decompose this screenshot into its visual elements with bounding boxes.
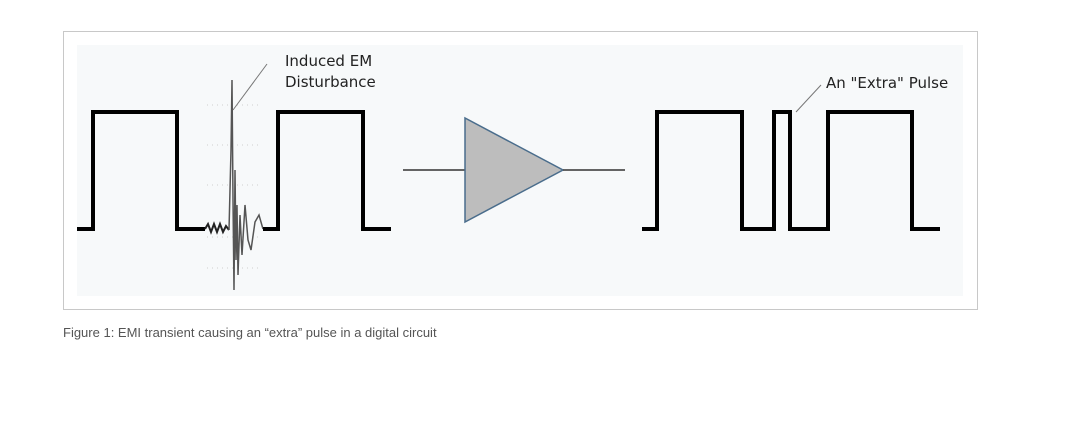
disturbance-label-line2: Disturbance xyxy=(285,73,376,91)
extra-pulse-leader-line xyxy=(795,84,822,113)
figure-caption: Figure 1: EMI transient causing an “extr… xyxy=(63,325,437,340)
amplifier-triangle xyxy=(464,116,565,224)
output-square-wave xyxy=(642,110,940,231)
input-square-wave xyxy=(77,110,205,231)
emi-noise-waveform xyxy=(204,221,230,235)
emi-spike xyxy=(228,79,264,291)
extra-pulse-label: An "Extra" Pulse xyxy=(826,74,949,92)
disturbance-label-line1: Induced EM xyxy=(285,52,373,70)
input-square-wave-2 xyxy=(263,110,391,231)
disturbance-leader-line xyxy=(232,63,268,111)
